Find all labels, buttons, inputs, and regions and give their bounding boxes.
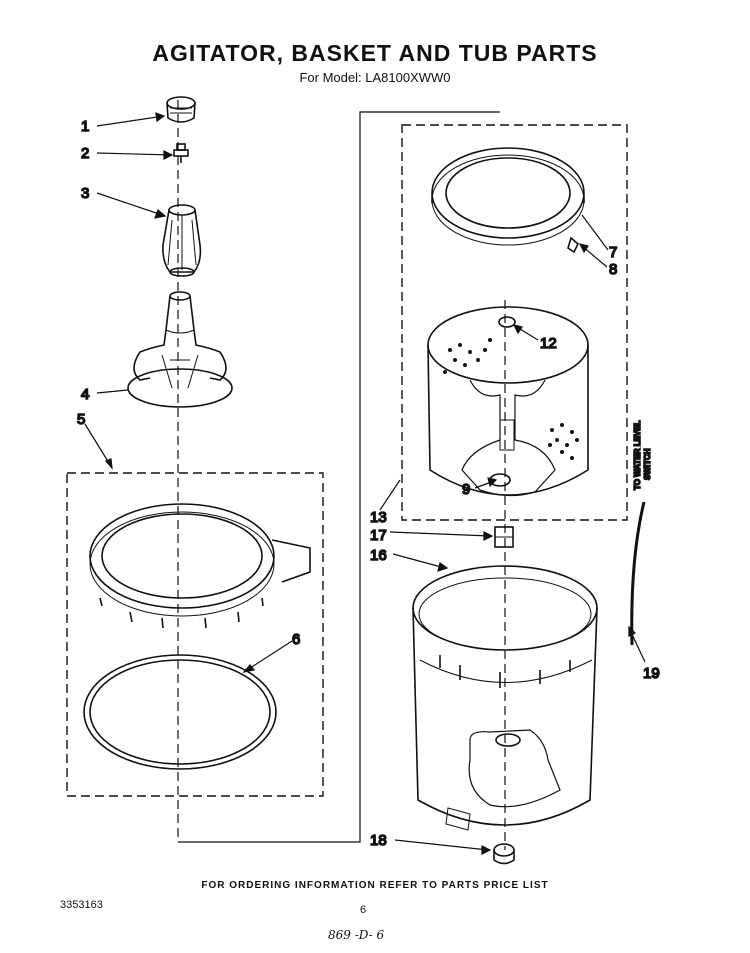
callout-9: 9 (462, 481, 470, 498)
callout-6: 6 (292, 631, 300, 648)
water-level-label-line1: TO WATER LEVEL (633, 420, 642, 490)
callout-12: 12 (540, 335, 557, 352)
page-number: 6 (360, 904, 367, 916)
seal-ring-part (83, 654, 277, 770)
agitator-cap-part (166, 96, 196, 123)
callout-13: 13 (370, 509, 387, 526)
callout-7: 7 (609, 244, 617, 261)
drive-bushing-part (494, 526, 514, 548)
agitator-part (127, 291, 233, 408)
basket-nut-part (498, 316, 516, 328)
document-number: 3353163 (60, 899, 103, 911)
ordering-note: FOR ORDERING INFORMATION REFER TO PARTS … (201, 880, 549, 891)
bolt-part (173, 143, 189, 163)
basket-assembly-box (401, 124, 628, 521)
callout-17: 17 (370, 527, 387, 544)
assembly-connector (178, 111, 500, 843)
agitator-sleeve-part (162, 204, 202, 277)
callout-4: 4 (81, 386, 89, 403)
callout-1: 1 (81, 118, 89, 135)
callout-19: 19 (643, 665, 660, 682)
balance-ring-part (89, 503, 311, 629)
clip-part (567, 236, 579, 254)
leader-lines (84, 112, 646, 855)
water-level-hose-part (630, 501, 646, 646)
callout-2: 2 (81, 145, 89, 162)
model-subtitle: For Model: LA8100XWW0 (299, 70, 451, 85)
basket-ring-part (431, 147, 585, 246)
wash-basket-part (427, 306, 589, 497)
callout-8: 8 (609, 261, 617, 278)
ring-assembly-box (66, 472, 324, 797)
outer-tub-part (412, 565, 598, 831)
callout-16: 16 (370, 547, 387, 564)
callout-18: 18 (370, 832, 387, 849)
handwritten-note: 869 -D- 6 (328, 928, 385, 942)
tub-seal-part (493, 843, 515, 865)
callout-3: 3 (81, 185, 89, 202)
callout-5: 5 (77, 411, 85, 428)
water-level-label-line2: SWITCH (643, 448, 652, 480)
page-title: AGITATOR, BASKET AND TUB PARTS (152, 40, 598, 66)
